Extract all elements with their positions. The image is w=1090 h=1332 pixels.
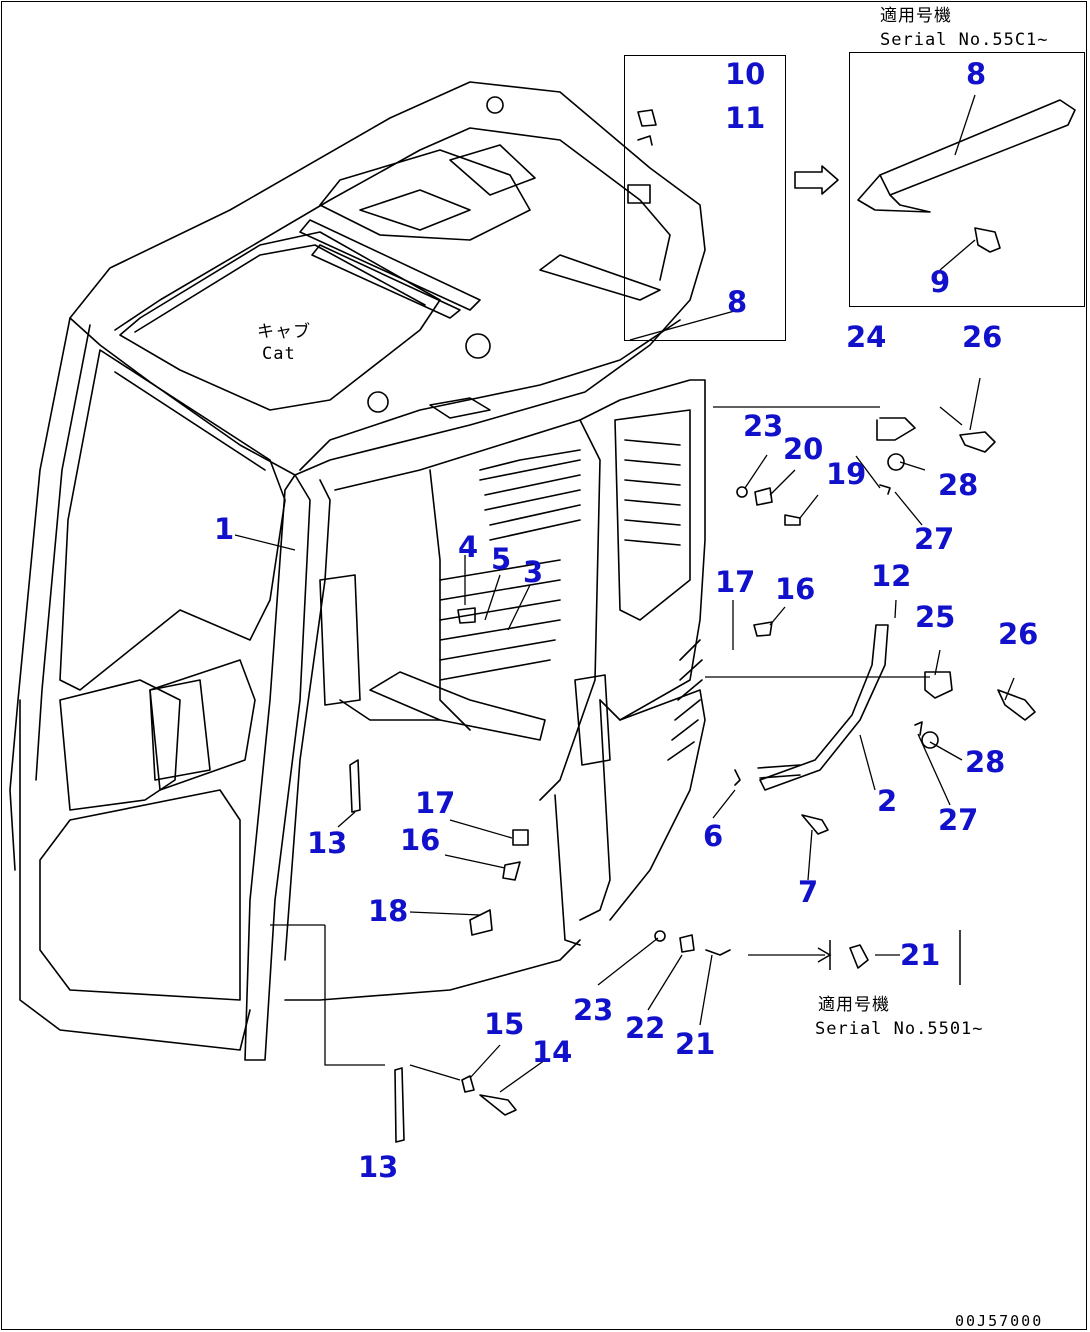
callout-14: 14 bbox=[532, 1035, 573, 1069]
callout-27-upper: 27 bbox=[914, 522, 955, 556]
callout-10: 10 bbox=[725, 57, 766, 91]
drawing-code: 00J57000 bbox=[955, 1312, 1044, 1330]
callout-19: 19 bbox=[826, 457, 867, 491]
callout-5: 5 bbox=[491, 542, 512, 576]
trim-part-8-inset bbox=[857, 99, 1076, 213]
callout-18: 18 bbox=[368, 894, 409, 928]
callout-2: 2 bbox=[877, 784, 898, 818]
callout-13-lower: 13 bbox=[358, 1150, 399, 1184]
right-rear-wall bbox=[579, 379, 706, 721]
front-left-pillar bbox=[9, 317, 71, 871]
callout-17-rear: 17 bbox=[715, 565, 756, 599]
callout-28-lower: 28 bbox=[965, 745, 1006, 779]
callout-22: 22 bbox=[625, 1011, 666, 1045]
callout-1: 1 bbox=[214, 512, 235, 546]
callout-16-rear: 16 bbox=[775, 572, 816, 606]
callout-25: 25 bbox=[915, 600, 956, 634]
callout-12: 12 bbox=[871, 559, 912, 593]
callout-21: 21 bbox=[675, 1027, 716, 1061]
callout-6: 6 bbox=[703, 819, 724, 853]
bracket-24 bbox=[876, 417, 916, 441]
callout-8-cab: 8 bbox=[727, 285, 748, 319]
door-pillar bbox=[244, 474, 311, 1061]
callout-11: 11 bbox=[725, 101, 766, 135]
callout-16-floor: 16 bbox=[400, 823, 441, 857]
callout-20: 20 bbox=[783, 432, 824, 466]
roof-fastener-inset-box bbox=[624, 55, 786, 341]
front-window bbox=[59, 349, 286, 691]
serial-note-bottom-jp: 適用号機 bbox=[818, 995, 890, 1015]
trim-part-2 bbox=[759, 624, 889, 791]
callout-26-upper: 26 bbox=[962, 320, 1003, 354]
callout-23-lower: 23 bbox=[573, 993, 614, 1027]
callout-9: 9 bbox=[930, 265, 951, 299]
cab-roof-outline bbox=[69, 81, 706, 476]
callout-8-inset: 8 bbox=[966, 57, 987, 91]
roof-window bbox=[119, 231, 441, 411]
callout-7: 7 bbox=[798, 875, 819, 909]
callout-28-upper: 28 bbox=[938, 468, 979, 502]
bracket-25 bbox=[924, 671, 953, 699]
callout-23-rear: 23 bbox=[743, 409, 784, 443]
serial-variant-inset-box bbox=[849, 52, 1085, 307]
callout-17-floor: 17 bbox=[415, 786, 456, 820]
cab-label-jp: キャブ bbox=[257, 322, 311, 342]
serial-note-top-en: Serial No.55C1~ bbox=[880, 30, 1049, 50]
serial-note-bottom-en: Serial No.5501~ bbox=[815, 1019, 984, 1039]
callout-3: 3 bbox=[523, 555, 544, 589]
callout-4: 4 bbox=[458, 530, 479, 564]
callout-27-lower: 27 bbox=[938, 803, 979, 837]
cab-label-en: Cat bbox=[262, 344, 296, 364]
callout-15: 15 bbox=[484, 1007, 525, 1041]
rear-wall-interior bbox=[334, 419, 601, 801]
callout-26-lower: 26 bbox=[998, 617, 1039, 651]
callout-24: 24 bbox=[846, 320, 887, 354]
cab-floor bbox=[284, 939, 581, 1001]
callout-13-door: 13 bbox=[307, 826, 348, 860]
serial-note-top-jp: 適用号機 bbox=[880, 6, 952, 26]
callout-21-serial: 21 bbox=[900, 938, 941, 972]
